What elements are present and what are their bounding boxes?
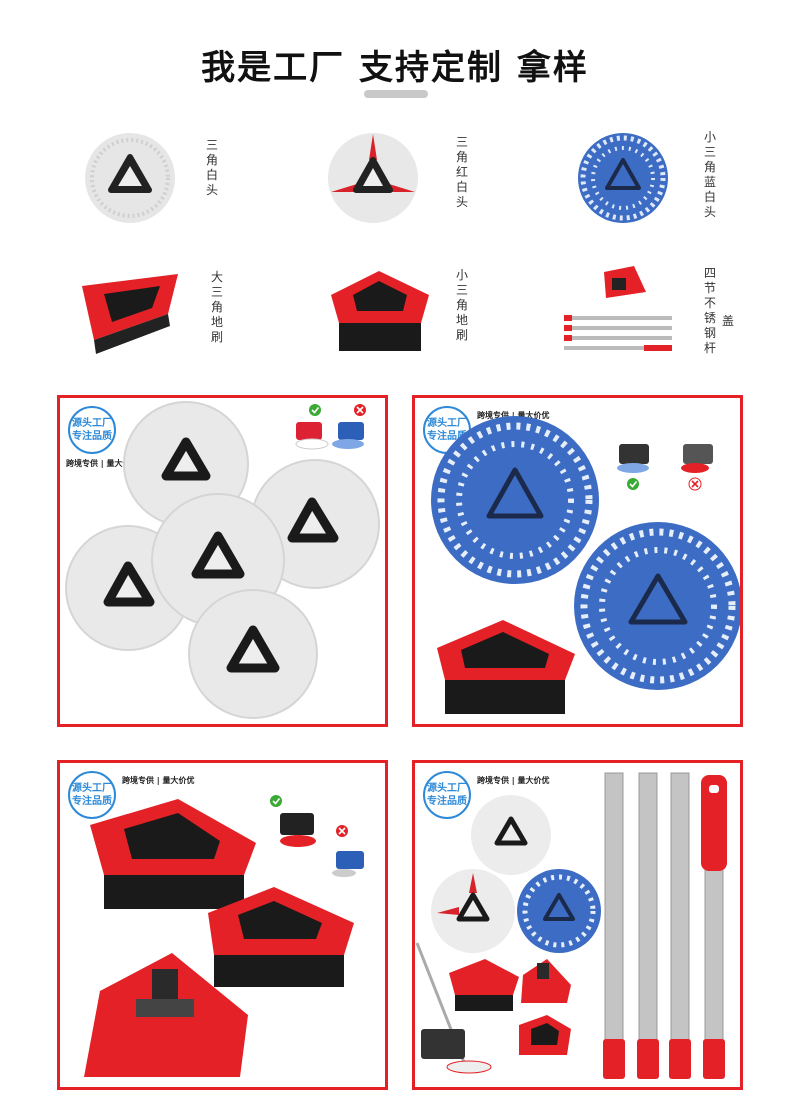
panel-red-floor-brushes: 源头工厂 专注品质 跨境专供 | 量大价优 xyxy=(57,760,388,1090)
badge-line1: 源头工厂 xyxy=(427,783,467,794)
product-image-small-floor-brush xyxy=(325,265,435,357)
factory-badge: 源头工厂 专注品质 xyxy=(68,406,116,454)
badge-line1: 源头工厂 xyxy=(72,783,112,794)
check-icon xyxy=(270,795,282,807)
product-label-small-floor-brush: 小三角地刷 xyxy=(455,268,468,342)
tagline: 跨境专供 | 量大价优 xyxy=(66,459,139,468)
cross-icon xyxy=(688,477,702,491)
badge-line2: 专注品质 xyxy=(72,431,112,442)
badge-line2: 专注品质 xyxy=(72,796,112,807)
product-label-blue-mop: 小三角蓝白头 xyxy=(703,130,716,219)
product-image-red-white-mop xyxy=(325,130,421,226)
product-label-white-mop: 三角白头 xyxy=(205,138,218,197)
floor-brushes-illustration xyxy=(84,795,364,1077)
factory-badge: 源头工厂 专注品质 xyxy=(423,771,471,819)
title-underline xyxy=(364,90,428,98)
panel-white-mop-heads: 源头工厂 专注品质 跨境专供 | 量大价优 xyxy=(57,395,388,727)
page-title: 我是工厂 支持定制 拿样 xyxy=(201,48,589,88)
badge-line2: 专注品质 xyxy=(427,796,467,807)
badge-line1: 源头工厂 xyxy=(72,418,112,429)
panel-full-set-with-poles: 源头工厂 专注品质 跨境专供 | 量大价优 xyxy=(412,760,743,1090)
check-icon xyxy=(627,478,639,490)
factory-badge: 源头工厂 专注品质 xyxy=(68,771,116,819)
badge-line1: 源头工厂 xyxy=(427,418,467,429)
product-label-red-white-mop: 三角红白头 xyxy=(455,135,468,209)
tagline: 跨境专供 | 量大价优 xyxy=(477,411,550,420)
cross-icon xyxy=(354,404,366,416)
blue-mop-heads-illustration xyxy=(431,416,740,714)
check-icon xyxy=(309,404,321,416)
product-label-large-floor-brush: 大三角地刷 xyxy=(210,270,223,344)
white-mop-heads-illustration xyxy=(65,401,380,719)
product-label-cap: 盖 xyxy=(722,314,735,328)
tagline: 跨境专供 | 量大价优 xyxy=(122,776,195,785)
cross-icon xyxy=(336,825,348,837)
badge-line2: 专注品质 xyxy=(427,431,467,442)
tagline: 跨境专供 | 量大价优 xyxy=(477,776,550,785)
product-image-blue-mop xyxy=(575,130,671,226)
product-image-white-mop xyxy=(82,130,178,226)
product-image-steel-pole-set xyxy=(560,262,678,358)
product-image-large-floor-brush xyxy=(74,268,186,358)
product-label-steel-pole-set: 四节不锈钢杆 xyxy=(703,266,716,355)
full-set-illustration xyxy=(415,772,727,1079)
panel-blue-mop-heads: 源头工厂 专注品质 跨境专供 | 量大价优 xyxy=(412,395,743,727)
